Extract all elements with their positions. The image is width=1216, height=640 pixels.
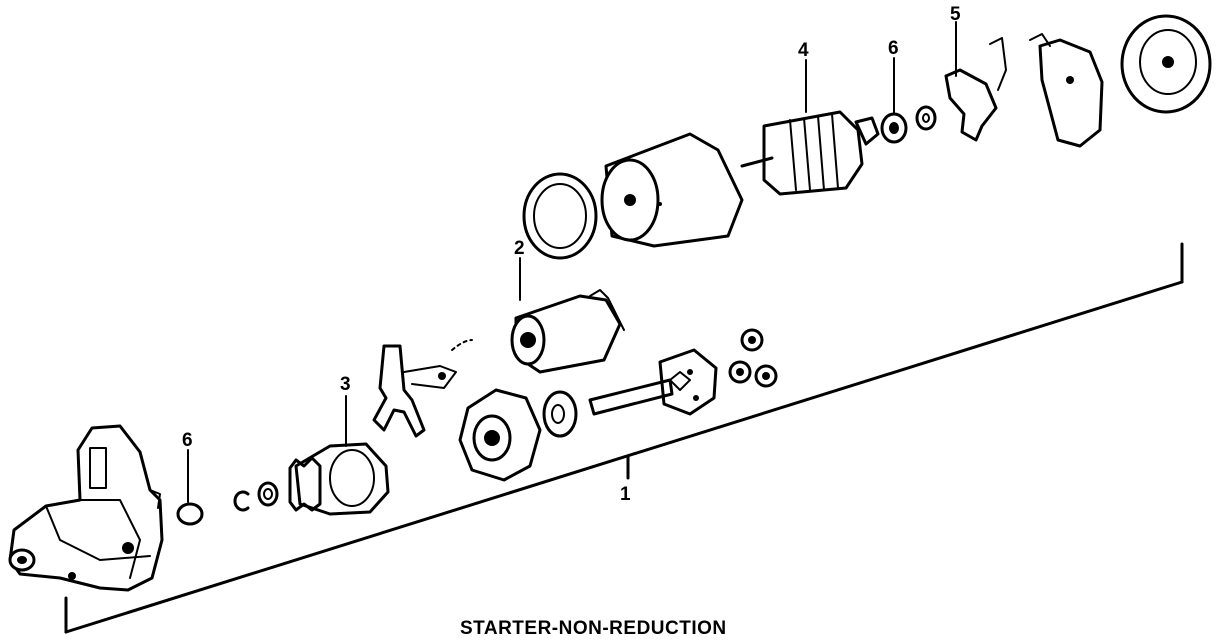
drive-housing xyxy=(8,424,164,592)
callout-5: 5 xyxy=(950,4,961,25)
center-bearing-plate xyxy=(458,388,542,482)
shift-lever xyxy=(372,339,473,438)
clutch-drive xyxy=(288,395,390,516)
brush-plate xyxy=(1029,33,1104,148)
end-cover xyxy=(1120,14,1212,114)
callout-3: 3 xyxy=(340,374,351,395)
callout-6-upper: 6 xyxy=(888,38,899,59)
assembly-bracket xyxy=(64,242,1184,634)
callout-6-lower: 6 xyxy=(182,430,193,451)
brush-holder xyxy=(944,21,1007,142)
hardware-nuts xyxy=(728,328,778,388)
armature xyxy=(740,59,880,196)
callout-1: 1 xyxy=(620,484,631,505)
seal-washer xyxy=(542,390,578,438)
snap-rings xyxy=(233,481,279,512)
bushing-lower xyxy=(176,449,204,526)
diagram-caption: STARTER-NON-REDUCTION xyxy=(460,618,727,639)
field-frame xyxy=(522,132,744,260)
drive-shaft xyxy=(588,348,718,416)
bearing-upper xyxy=(880,57,937,144)
callout-2: 2 xyxy=(514,238,525,259)
callout-4: 4 xyxy=(798,40,809,61)
solenoid xyxy=(510,257,625,374)
